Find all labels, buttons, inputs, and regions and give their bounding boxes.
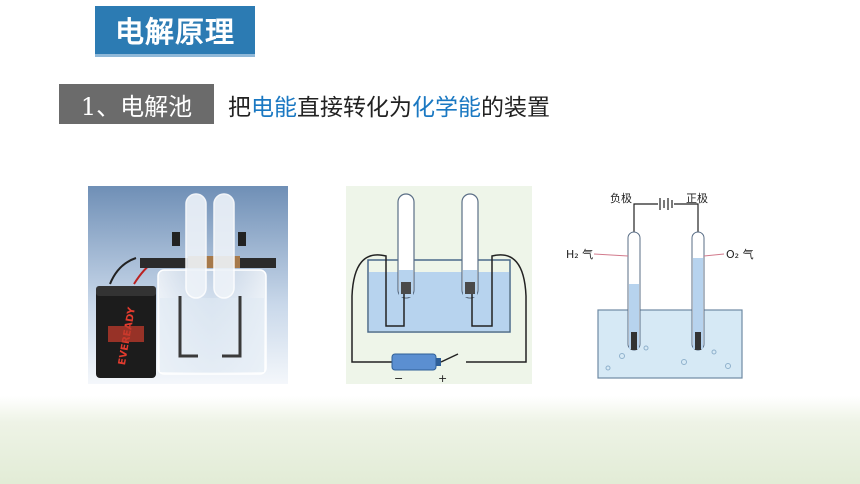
electrode-right: [465, 282, 475, 294]
wire-right: [466, 254, 527, 363]
electrolysis-diagram-1: − +: [346, 186, 532, 384]
h2-gas-label: H₂ 气: [566, 247, 593, 261]
definition-part-3: 的装置: [481, 95, 550, 121]
battery: [391, 353, 437, 371]
battery-minus-sign: −: [394, 372, 403, 384]
definition-highlight-electric-energy: 电能: [251, 95, 297, 121]
solution: [369, 272, 509, 331]
definition-part-2: 直接转化为: [297, 95, 412, 121]
battery-plus-sign: +: [438, 372, 447, 384]
definition-part-1: 把: [228, 95, 251, 121]
electrolysis-photo: EVEREADY: [88, 186, 288, 384]
power-wire: [633, 203, 699, 216]
wire-left: [351, 254, 405, 363]
section-title-text: 电解原理: [114, 15, 235, 49]
negative-electrode-label: 负极: [610, 191, 632, 205]
electrode-left: [401, 282, 411, 294]
section-title: 电解原理: [95, 6, 255, 57]
container: [367, 259, 511, 333]
electrode-o2: [695, 332, 701, 350]
o2-gas-label: O₂ 气: [726, 247, 754, 261]
bottom-decor-band: [0, 396, 860, 484]
item-label-text: 1、电解池: [80, 92, 193, 121]
positive-electrode-label: 正极: [686, 191, 708, 205]
definition-text: 把电能直接转化为化学能的装置: [228, 88, 550, 122]
test-tube-right: [213, 193, 235, 299]
electrode-h2: [631, 332, 637, 350]
test-tube-left: [185, 193, 207, 299]
electrolysis-diagram-2: 负极 正极 H₂ 气 O₂ 气: [564, 186, 760, 384]
item-label: 1、电解池: [59, 84, 214, 124]
container: [597, 309, 743, 379]
definition-highlight-chemical-energy: 化学能: [412, 95, 481, 121]
switch: [440, 353, 459, 363]
